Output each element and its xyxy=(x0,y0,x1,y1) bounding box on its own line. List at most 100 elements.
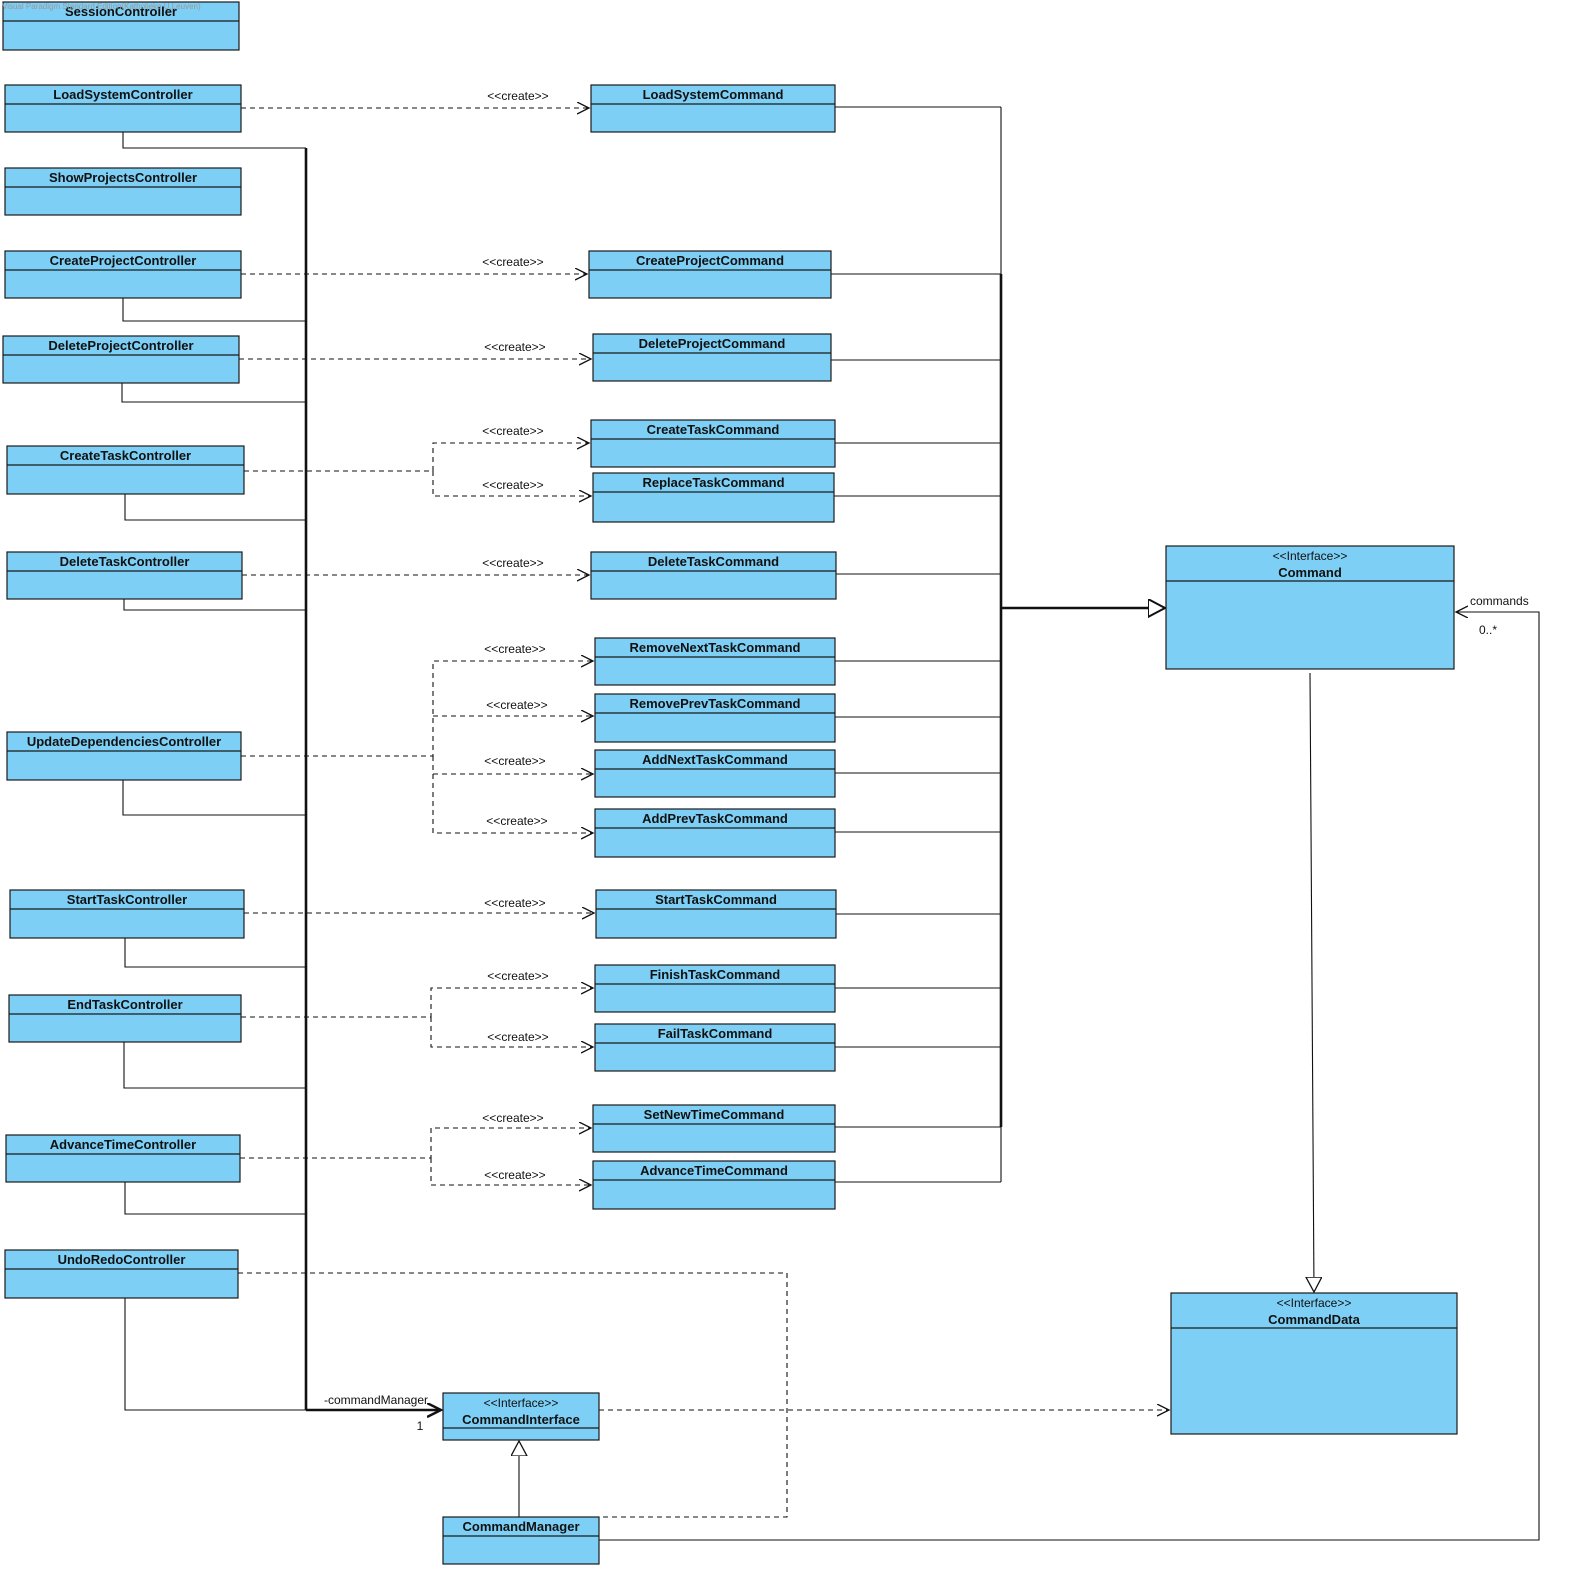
class-box xyxy=(1165,545,1455,670)
class-box xyxy=(592,333,832,382)
create-dependency xyxy=(432,774,593,833)
class-createprojcmd: CreateProjectCommand xyxy=(588,250,832,299)
class-name: AddPrevTaskCommand xyxy=(642,811,788,826)
class-starttaskctl: StartTaskController xyxy=(9,889,245,939)
class-box xyxy=(592,1104,836,1153)
class-name: AddNextTaskCommand xyxy=(642,752,788,767)
class-box xyxy=(595,889,837,939)
association-branch xyxy=(122,298,306,322)
relationship-labels: <<create>> <<create>> <<create>> <<create>>… xyxy=(324,89,1529,1433)
generalization-command-to-commanddata xyxy=(1310,672,1314,1292)
create-label: <<create>> xyxy=(487,89,548,103)
class-deleteprojctl: DeleteProjectController xyxy=(2,335,240,384)
class-name: CommandInterface xyxy=(462,1412,580,1427)
class-name: AdvanceTimeController xyxy=(50,1137,196,1152)
class-box xyxy=(6,731,242,781)
relationship-lines xyxy=(121,107,1540,1541)
class-advtimecmd: AdvanceTimeCommand xyxy=(592,1160,836,1210)
create-dependency xyxy=(432,471,591,496)
commands-multiplicity-label: 0..* xyxy=(1479,623,1497,637)
class-failtaskcmd: FailTaskCommand xyxy=(594,1023,836,1072)
class-name: LoadSystemController xyxy=(53,87,192,102)
create-label: <<create>> xyxy=(487,969,548,983)
create-dependency xyxy=(244,443,589,472)
class-updatedepctl: UpdateDependenciesController xyxy=(6,731,242,781)
class-commanddata: <<Interface>>CommandData xyxy=(1170,1292,1458,1435)
create-label: <<create>> xyxy=(484,754,545,768)
association-branch xyxy=(122,132,306,149)
create-dependency xyxy=(240,1128,591,1159)
association-branch xyxy=(121,383,306,403)
association-branch xyxy=(124,494,306,521)
class-stereotype: <<Interface>> xyxy=(1277,1296,1352,1310)
class-addnextcmd: AddNextTaskCommand xyxy=(594,749,836,798)
class-stereotype: <<Interface>> xyxy=(484,1396,559,1410)
class-addprevcmd: AddPrevTaskCommand xyxy=(594,808,836,858)
class-removenextcmd: RemoveNextTaskCommand xyxy=(594,637,836,686)
class-box xyxy=(594,964,836,1013)
create-label: <<create>> xyxy=(484,896,545,910)
class-undoredoctl: UndoRedoController xyxy=(4,1249,239,1299)
class-finishtaskcmd: FinishTaskCommand xyxy=(594,964,836,1013)
class-setnewtimecmd: SetNewTimeCommand xyxy=(592,1104,836,1153)
class-deleteprojcmd: DeleteProjectCommand xyxy=(592,333,832,382)
association-branch xyxy=(123,1042,306,1089)
class-name: AdvanceTimeCommand xyxy=(640,1163,788,1178)
class-box xyxy=(2,1,240,51)
class-box xyxy=(4,167,242,216)
class-name: FailTaskCommand xyxy=(658,1026,773,1041)
class-box xyxy=(442,1516,600,1565)
class-name: ShowProjectsController xyxy=(49,170,197,185)
class-deletetaskctl: DeleteTaskController xyxy=(6,551,243,600)
class-name: DeleteTaskCommand xyxy=(648,554,779,569)
create-label: <<create>> xyxy=(487,1030,548,1044)
class-endtaskctl: EndTaskController xyxy=(8,994,242,1043)
create-label: <<create>> xyxy=(482,1111,543,1125)
class-name: RemovePrevTaskCommand xyxy=(630,696,801,711)
class-cmdinterface: <<Interface>> CommandInterface xyxy=(442,1392,600,1441)
association-branch xyxy=(124,938,306,968)
class-box xyxy=(4,250,242,299)
class-box xyxy=(6,445,245,495)
create-dependency xyxy=(430,1158,591,1185)
class-box xyxy=(442,1392,600,1441)
dependency-undoredo-to-manager xyxy=(238,1272,788,1518)
class-advtimectl: AdvanceTimeController xyxy=(5,1134,241,1183)
class-box xyxy=(590,419,836,468)
class-name: UndoRedoController xyxy=(58,1252,186,1267)
class-box xyxy=(592,1160,836,1210)
commands-role-label: commands xyxy=(1470,594,1529,608)
class-showproj: ShowProjectsController xyxy=(4,167,242,216)
class-box xyxy=(594,637,836,686)
command-manager-multiplicity-label: 1 xyxy=(417,1419,424,1433)
class-starttaskcmd: StartTaskCommand xyxy=(595,889,837,939)
class-box xyxy=(594,808,836,858)
class-name: CommandManager xyxy=(462,1519,579,1534)
class-box xyxy=(590,551,837,600)
class-box xyxy=(594,1023,836,1072)
class-box xyxy=(594,693,836,743)
class-name: DeleteProjectCommand xyxy=(639,336,786,351)
class-name: SessionController xyxy=(65,4,177,19)
association-branch xyxy=(122,780,306,816)
create-label: <<create>> xyxy=(486,814,547,828)
class-box xyxy=(1170,1292,1458,1435)
class-cmdmanager: CommandManager xyxy=(442,1516,600,1565)
create-label: <<create>> xyxy=(482,255,543,269)
command-manager-role-label: -commandManager xyxy=(324,1393,428,1407)
class-box xyxy=(6,551,243,600)
association-branch xyxy=(124,1182,306,1215)
class-name: CreateProjectController xyxy=(50,253,197,268)
class-name: CreateTaskCommand xyxy=(647,422,780,437)
class-box xyxy=(4,1249,239,1299)
create-label: <<create>> xyxy=(484,1168,545,1182)
class-box xyxy=(588,250,832,299)
class-name: UpdateDependenciesController xyxy=(27,734,221,749)
class-box xyxy=(590,84,836,133)
class-boxes: SessionControllerLoadSystemControllerSho… xyxy=(2,1,1458,1565)
class-createprojctl: CreateProjectController xyxy=(4,250,242,299)
create-label: <<create>> xyxy=(484,340,545,354)
create-label: <<create>> xyxy=(482,424,543,438)
create-label: <<create>> xyxy=(482,478,543,492)
